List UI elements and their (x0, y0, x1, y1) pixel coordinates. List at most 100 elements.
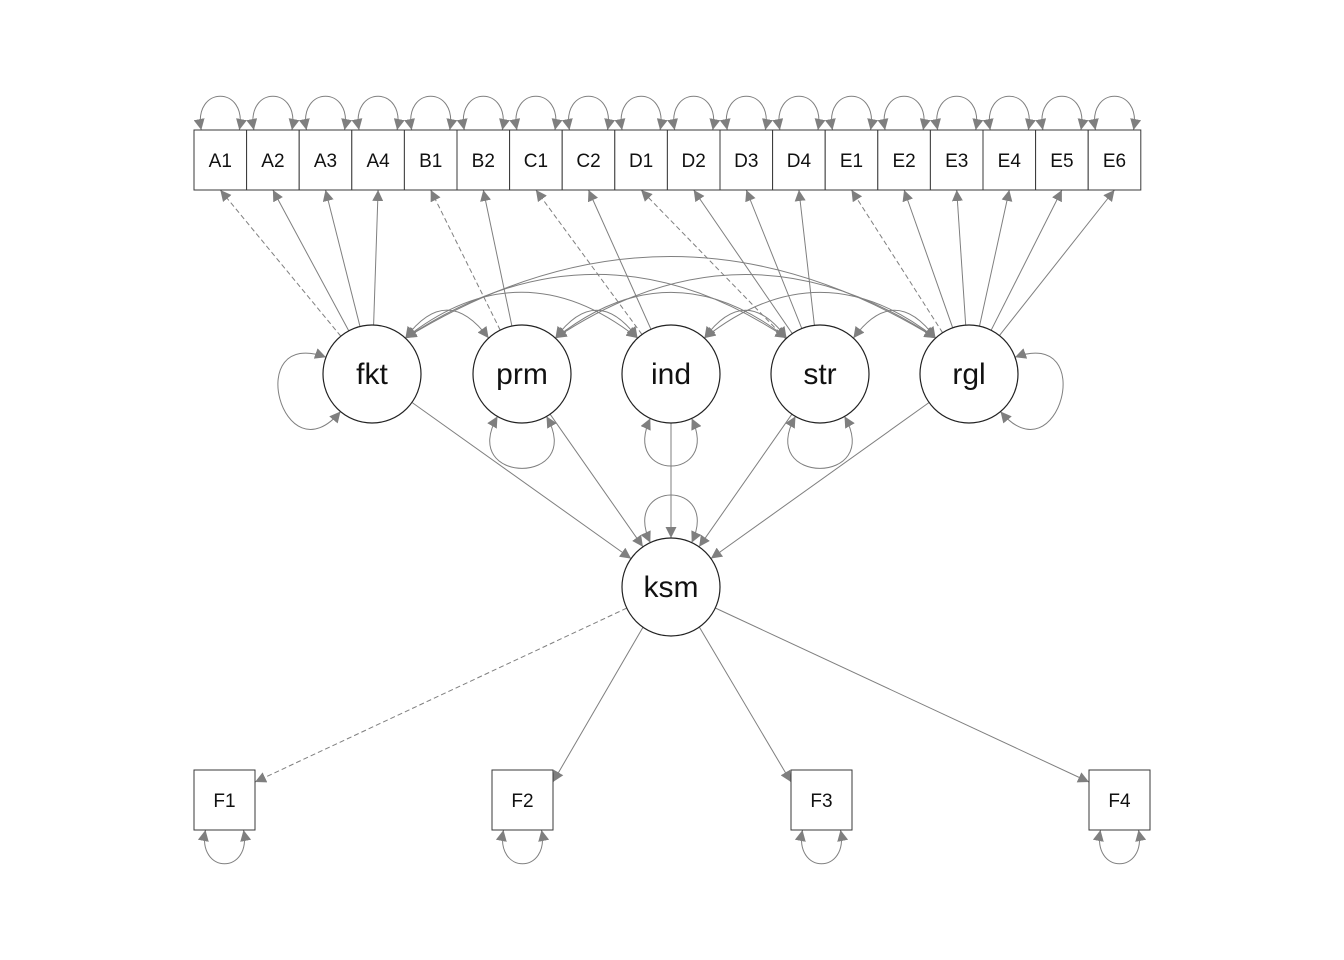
indicator-E2: E2 (877, 129, 931, 191)
latent-label: ksm (644, 571, 699, 604)
indicator-A3: A3 (298, 129, 353, 191)
variance-F3 (794, 829, 849, 865)
latent-circle (472, 324, 572, 424)
loading-rgl-E2 (902, 189, 954, 328)
latent-ind: ind (621, 324, 721, 424)
loading-prm-B1 (430, 189, 501, 331)
loading-fkt-A4 (372, 189, 384, 326)
indicator-label: B2 (472, 151, 495, 172)
regression-rgl-ksm (710, 402, 930, 559)
latent-label: prm (496, 358, 548, 391)
indicator-box (509, 129, 563, 191)
covariance-ind-rgl (704, 292, 936, 339)
latent-label: fkt (356, 358, 388, 391)
indicator-label: E1 (840, 151, 863, 172)
variance-E1 (824, 95, 879, 131)
indicator-E3: E3 (929, 129, 984, 191)
indicator-box (719, 129, 774, 191)
loading-rgl-E1 (851, 189, 944, 333)
indicator-B1: B1 (403, 129, 458, 191)
indicator-box (561, 129, 616, 191)
variance-E4 (982, 95, 1036, 131)
indicator-box (790, 769, 853, 831)
variance-str (785, 416, 855, 469)
loading-prm-B2 (480, 189, 513, 327)
indicator-D1: D1 (614, 129, 668, 191)
covariance-str-rgl (852, 309, 937, 339)
latent-label: rgl (952, 358, 985, 391)
variance-E3 (930, 95, 984, 131)
indicator-box (1087, 129, 1142, 191)
variance-F4 (1092, 829, 1147, 865)
regression-prm-ksm (549, 413, 644, 548)
latent-label: str (803, 358, 836, 391)
indicator-label: D1 (629, 151, 653, 172)
latent-circle (621, 324, 721, 424)
variance-E5 (1035, 95, 1089, 131)
loading-str-D3 (745, 189, 803, 329)
latent-str: str (770, 324, 870, 424)
indicator-box (403, 129, 458, 191)
variance-E2 (877, 95, 931, 131)
covariance-ind-str (703, 309, 788, 339)
variance-B1 (404, 95, 458, 131)
variance-F2 (495, 829, 550, 865)
loading-ksm-F1 (254, 607, 628, 783)
indicator-D2: D2 (666, 129, 721, 191)
indicator-label: A2 (261, 151, 284, 172)
loading-fkt-A2 (272, 189, 350, 332)
variance-D4 (772, 95, 826, 131)
variance-D1 (614, 95, 668, 131)
variance-A1 (193, 95, 247, 131)
variance-ind (640, 418, 702, 467)
variance-ksm (640, 494, 702, 543)
indicator-box (982, 129, 1037, 191)
indicator-box (246, 129, 300, 191)
indicator-A2: A2 (246, 129, 300, 191)
loading-ksm-F4 (715, 607, 1090, 783)
loading-ksm-F3 (698, 626, 792, 783)
indicator-box (351, 129, 405, 191)
latent-circle (770, 324, 870, 424)
indicator-D3: D3 (719, 129, 774, 191)
variance-A4 (351, 95, 405, 131)
variance-A2 (246, 95, 300, 131)
indicator-F2: F2 (491, 769, 554, 831)
variance-F1 (197, 829, 252, 865)
variance-fkt (277, 348, 341, 430)
latent-circle (322, 324, 422, 424)
indicator-box (298, 129, 353, 191)
indicator-box (929, 129, 984, 191)
covariance-fkt-rgl (405, 256, 936, 339)
indicator-C2: C2 (561, 129, 616, 191)
variance-D2 (667, 95, 721, 131)
indicator-label: C2 (576, 151, 600, 172)
indicator-E5: E5 (1035, 129, 1089, 191)
variance-rgl (1000, 348, 1064, 430)
variance-A3 (298, 95, 353, 131)
covariance-fkt-ind (405, 291, 638, 339)
latent-label: ind (651, 358, 691, 391)
latent-ksm: ksm (621, 537, 721, 637)
indicator-F4: F4 (1088, 769, 1151, 831)
covariance-fkt-str (405, 273, 787, 339)
variance-E6 (1087, 95, 1142, 131)
loading-fkt-A1 (219, 189, 342, 337)
variance-D3 (719, 95, 773, 131)
indicator-label: F1 (213, 791, 235, 812)
loading-rgl-E6 (999, 189, 1115, 336)
covariance-prm-ind (554, 309, 639, 339)
latent-circle (919, 324, 1019, 424)
variance-prm (487, 416, 557, 469)
indicator-label: E6 (1103, 151, 1126, 172)
regression-str-ksm (698, 413, 793, 548)
loading-str-D4 (794, 189, 815, 326)
indicator-D4: D4 (772, 129, 826, 191)
indicator-A1: A1 (193, 129, 248, 191)
indicator-label: D3 (734, 151, 758, 172)
indicator-F3: F3 (790, 769, 853, 831)
indicator-label: A4 (366, 151, 390, 172)
indicator-label: F4 (1108, 791, 1131, 812)
indicator-E4: E4 (982, 129, 1037, 191)
